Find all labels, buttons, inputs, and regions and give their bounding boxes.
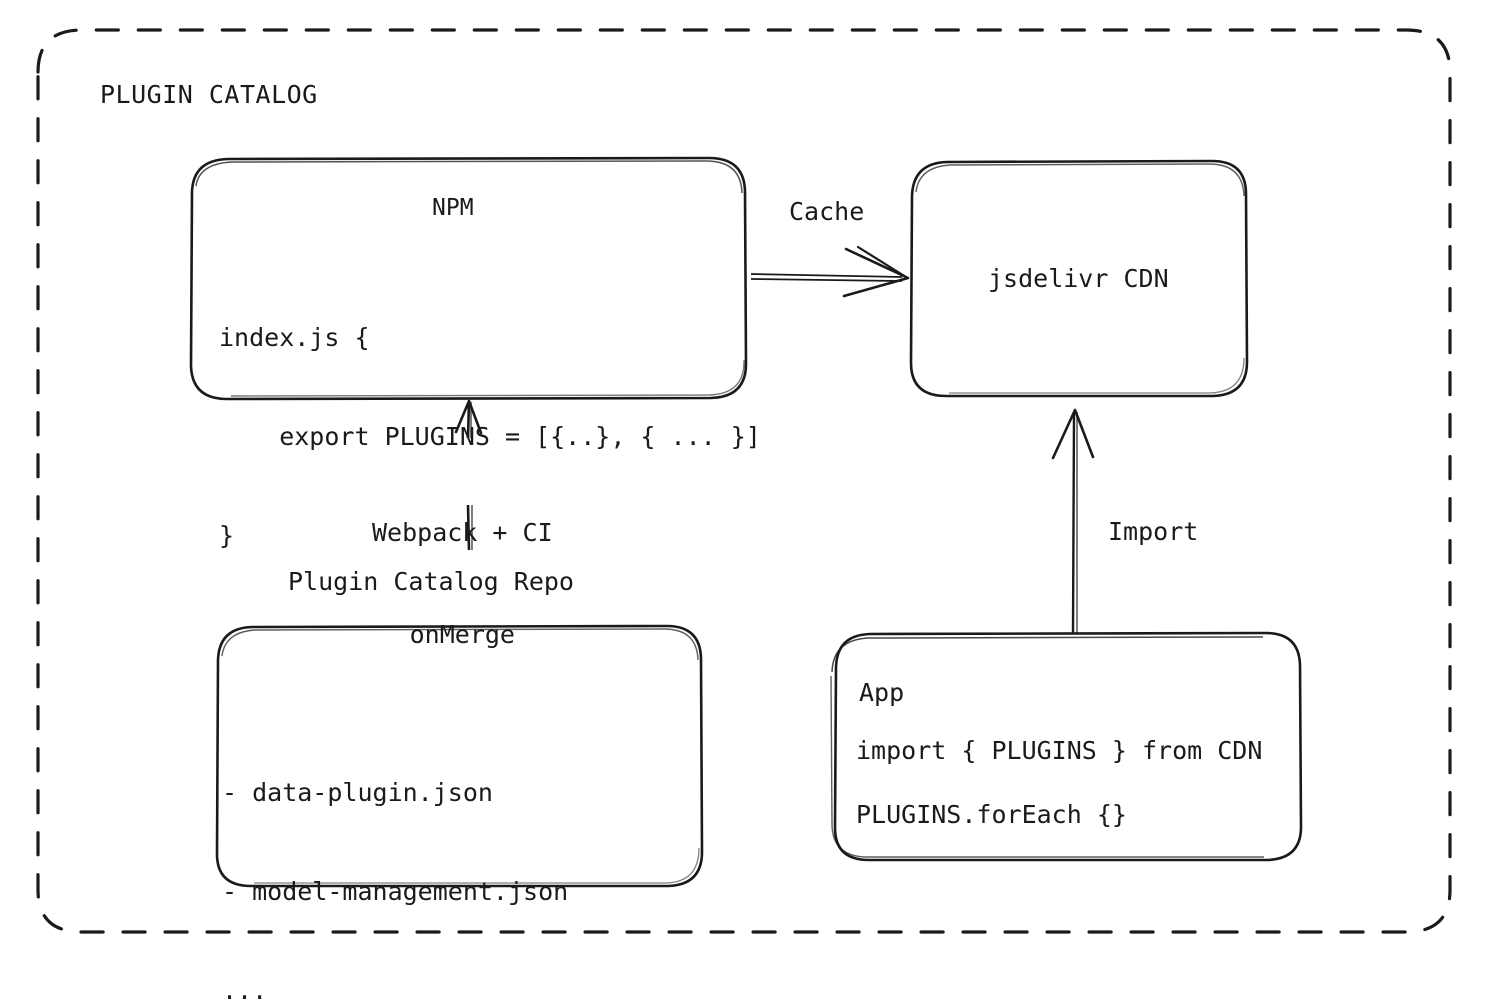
edge-label-cache: Cache [789, 197, 865, 226]
edge-app-to-cdn [1051, 408, 1095, 635]
node-npm-title: NPM [432, 195, 474, 221]
node-app-code-line-1: import { PLUGINS } from CDN [856, 736, 1263, 765]
code-line: export PLUGINS = [{..}, { ... }] [219, 422, 761, 451]
code-line: } [219, 521, 235, 550]
node-npm-code: index.js { export PLUGINS = [{..}, { ...… [219, 255, 761, 618]
code-line: ... [222, 976, 268, 1002]
edge-label-webpack-ci: Webpack + CI onMerge [372, 448, 553, 720]
code-line: index.js { [219, 323, 370, 352]
edge-label-line-1: Webpack + CI [372, 518, 553, 547]
node-app-code-line-2: PLUGINS.forEach {} [856, 800, 1127, 829]
code-line: - model-management.json [222, 877, 569, 906]
node-repo-title: Plugin Catalog Repo [288, 567, 574, 596]
node-repo-code: - data-plugin.json - model-management.js… [222, 710, 568, 1002]
edge-label-import: Import [1108, 517, 1199, 546]
node-app-title: App [859, 678, 905, 707]
group-title-plugin-catalog: PLUGIN CATALOG [100, 80, 318, 109]
node-cdn-title: jsdelivr CDN [988, 264, 1169, 293]
code-line: - data-plugin.json [222, 778, 493, 807]
edge-npm-to-cdn [750, 245, 910, 298]
edge-label-line-2: onMerge [409, 620, 515, 649]
